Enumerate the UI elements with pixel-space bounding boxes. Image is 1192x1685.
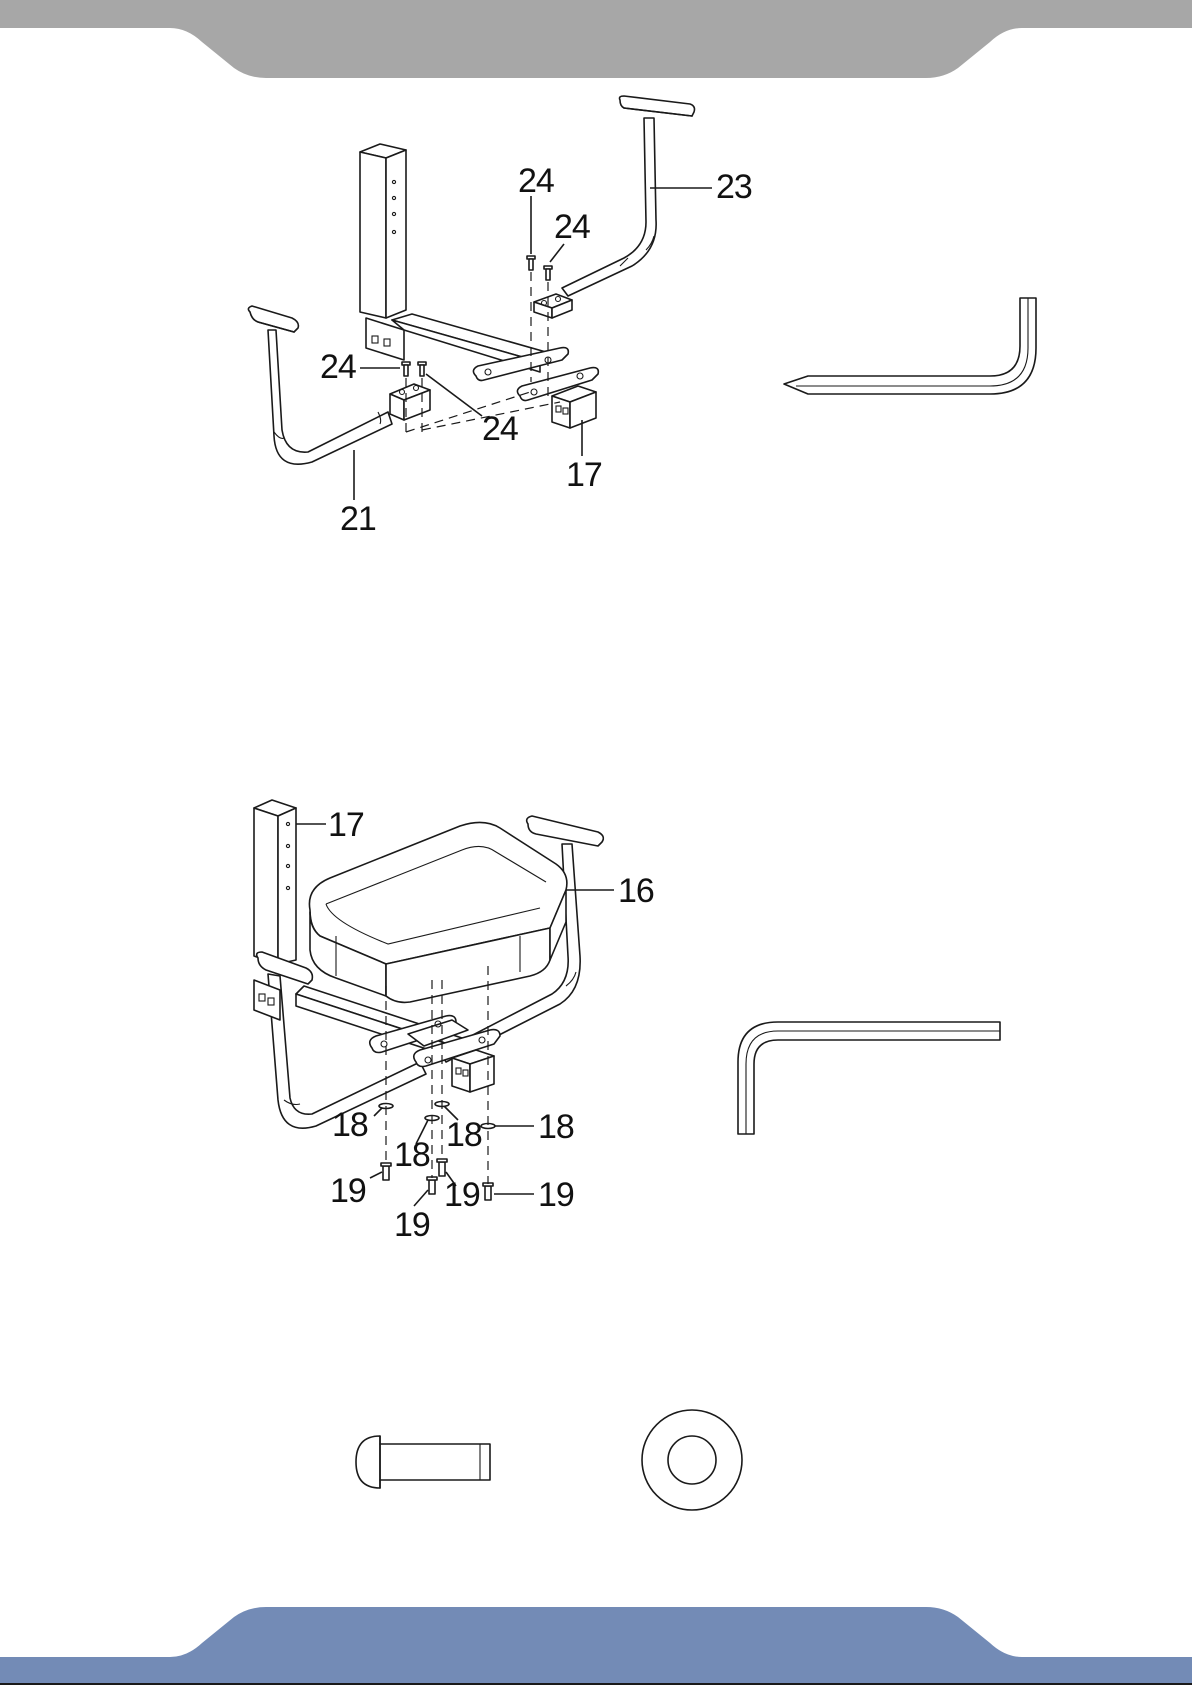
callout-19: 19 bbox=[330, 1172, 366, 1210]
callout-17: 17 bbox=[566, 456, 602, 494]
washer-icon bbox=[642, 1410, 742, 1510]
callout-18: 18 bbox=[538, 1108, 574, 1146]
callout-24: 24 bbox=[482, 410, 518, 448]
step1-diagram: 24 24 23 24 24 17 21 bbox=[248, 96, 752, 538]
allen-key-icon bbox=[738, 1022, 1000, 1134]
callout-16: 16 bbox=[618, 872, 654, 910]
header-band bbox=[0, 0, 1192, 78]
right-handle-23 bbox=[534, 96, 695, 318]
callout-24: 24 bbox=[320, 348, 356, 386]
callout-17: 17 bbox=[328, 806, 364, 844]
callout-24: 24 bbox=[554, 208, 590, 246]
bolt-icon bbox=[356, 1436, 490, 1488]
callout-19: 19 bbox=[444, 1176, 480, 1214]
step2-diagram: 17 16 18 18 18 18 19 19 19 19 bbox=[254, 800, 654, 1244]
footer-band bbox=[0, 1607, 1192, 1685]
upright-post bbox=[360, 144, 406, 318]
callout-18: 18 bbox=[332, 1106, 368, 1144]
seat-pad-16 bbox=[309, 822, 566, 1002]
callout-24: 24 bbox=[518, 162, 554, 200]
callout-19: 19 bbox=[394, 1206, 430, 1244]
upright-post-17 bbox=[254, 800, 296, 964]
callout-21: 21 bbox=[340, 500, 376, 538]
callout-18: 18 bbox=[394, 1136, 430, 1174]
callout-23: 23 bbox=[716, 168, 752, 206]
callout-19: 19 bbox=[538, 1176, 574, 1214]
allen-key-icon bbox=[784, 298, 1036, 394]
callout-18: 18 bbox=[446, 1116, 482, 1154]
front-bracket-17 bbox=[552, 386, 596, 428]
